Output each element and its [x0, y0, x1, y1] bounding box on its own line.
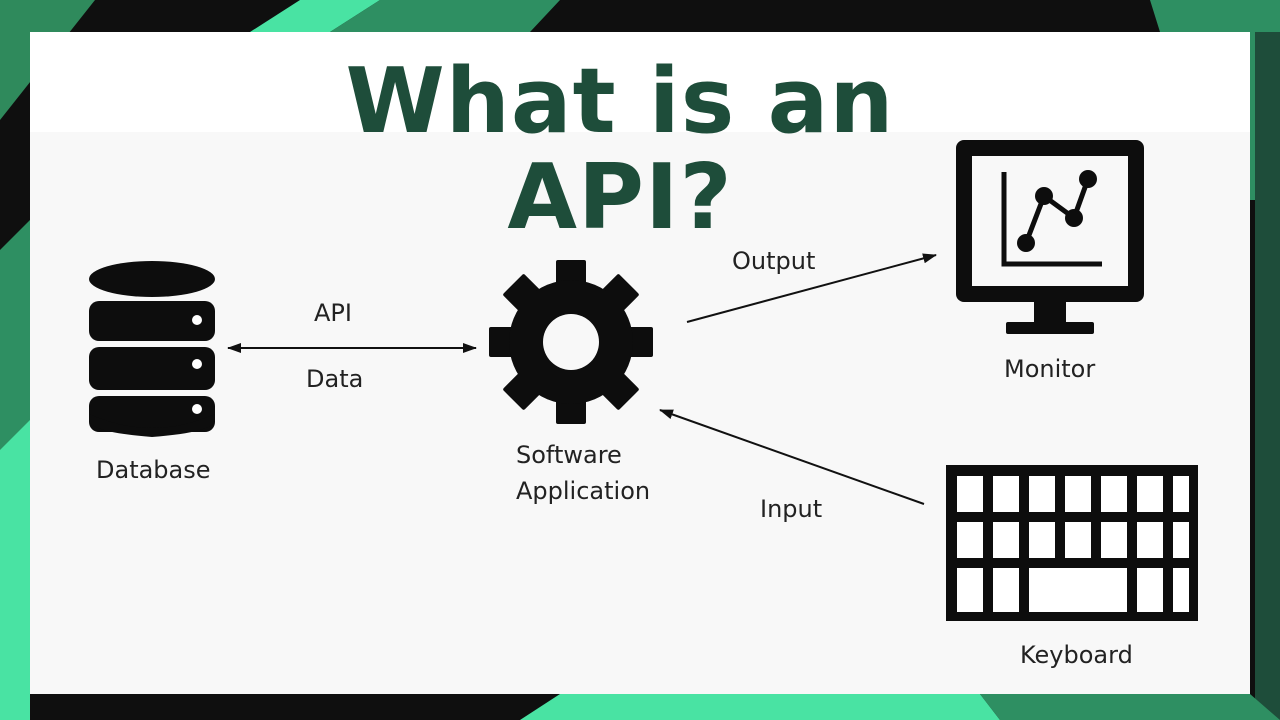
keyboard-label: Keyboard: [1020, 641, 1133, 669]
input-label: Input: [760, 495, 823, 523]
gear-icon: [489, 260, 653, 424]
software-label-line2: Application: [516, 477, 651, 505]
output-arrow: [686, 253, 937, 323]
keyboard-icon: [946, 465, 1198, 621]
output-label: Output: [732, 247, 816, 275]
api-label: API: [314, 299, 352, 327]
monitor-label: Monitor: [1004, 355, 1096, 383]
input-arrow: [659, 409, 925, 505]
database-icon: [89, 261, 215, 437]
monitor-chart-icon: [956, 140, 1144, 334]
page-title: What is an API?: [345, 49, 895, 250]
api-diagram: [89, 140, 1198, 621]
database-label: Database: [96, 456, 211, 484]
diagram-card: What is an API? API Data Output Input Da…: [30, 32, 1250, 694]
data-label: Data: [306, 365, 364, 393]
software-label-line1: Software: [516, 441, 622, 469]
